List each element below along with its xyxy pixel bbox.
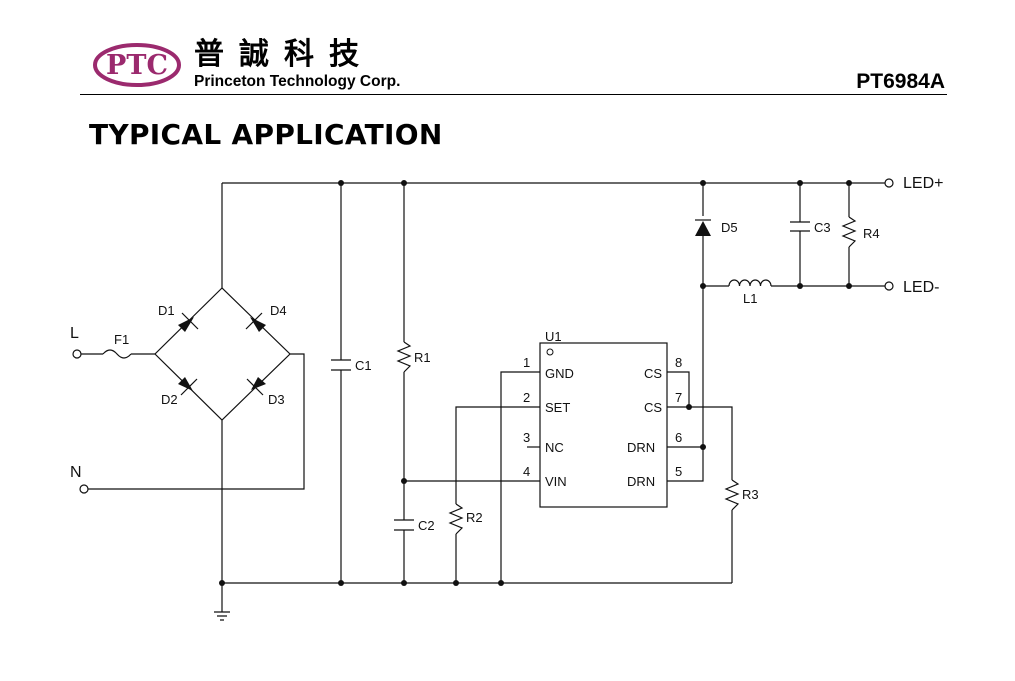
diode-d5: D5 [695, 219, 738, 236]
resistor-r2: R2 [448, 503, 483, 535]
pin-name-3: NC [545, 440, 564, 455]
diode-d4: D4 [245, 303, 287, 332]
section-title: TYPICAL APPLICATION [89, 118, 443, 151]
company-name-chinese: 普誠科技 [194, 37, 374, 72]
pin-number-4: 4 [523, 464, 530, 479]
label-d1: D1 [158, 303, 175, 318]
label-c2: C2 [418, 518, 435, 533]
capacitor-c1: C1 [331, 358, 372, 373]
junction-dots [219, 180, 852, 586]
header-divider [80, 94, 947, 95]
pin-number-1: 1 [523, 355, 530, 370]
diode-d2: D2 [161, 377, 198, 407]
pin-name-7: CS [644, 400, 662, 415]
diode-d3: D3 [246, 377, 285, 407]
ic-u1: U1 GND SET NC VIN DRN DRN CS CS 1 2 3 4 … [523, 329, 682, 508]
wires [81, 182, 885, 612]
label-r2: R2 [466, 510, 483, 525]
label-r4: R4 [863, 226, 880, 241]
inductor-l1: L1 [728, 279, 772, 306]
pin-name-6: DRN [627, 440, 655, 455]
resistor-r3: R3 [724, 479, 759, 511]
label-n: N [70, 464, 82, 481]
capacitor-c3: C3 [790, 220, 831, 235]
pin-name-2: SET [545, 400, 570, 415]
company-name-english: Princeton Technology Corp. [194, 73, 401, 90]
resistor-r1: R1 [396, 341, 431, 373]
pin-name-4: VIN [545, 474, 567, 489]
diode-d1: D1 [158, 303, 199, 332]
pin-name-5: DRN [627, 474, 655, 489]
part-number: PT6984A [856, 70, 945, 93]
label-f1: F1 [114, 332, 129, 347]
label-l: L [70, 325, 79, 342]
pin-name-1: GND [545, 366, 574, 381]
terminal-n: N [70, 464, 89, 494]
label-u1: U1 [545, 329, 562, 344]
logo-text: PTC [106, 50, 168, 81]
ground-symbol [214, 611, 230, 621]
pin-number-7: 7 [675, 390, 682, 405]
terminal-led-minus: LED- [884, 279, 939, 296]
pin-number-6: 6 [675, 430, 682, 445]
label-d3: D3 [268, 392, 285, 407]
label-d4: D4 [270, 303, 287, 318]
capacitor-c2: C2 [394, 518, 435, 533]
label-d5: D5 [721, 220, 738, 235]
label-led-minus: LED- [903, 279, 939, 296]
label-l1: L1 [743, 291, 757, 306]
label-led-plus: LED+ [903, 175, 943, 192]
ptc-logo: PTC [93, 43, 181, 87]
pin-name-8: CS [644, 366, 662, 381]
pin-number-8: 8 [675, 355, 682, 370]
label-d2: D2 [161, 392, 178, 407]
label-r3: R3 [742, 487, 759, 502]
label-c1: C1 [355, 358, 372, 373]
terminal-l: L [70, 325, 82, 359]
resistor-r4: R4 [841, 216, 880, 248]
terminal-led-plus: LED+ [884, 175, 943, 192]
pin-number-5: 5 [675, 464, 682, 479]
pin-number-3: 3 [523, 430, 530, 445]
pin-number-2: 2 [523, 390, 530, 405]
label-c3: C3 [814, 220, 831, 235]
fuse-f1: F1 [102, 332, 132, 359]
label-r1: R1 [414, 350, 431, 365]
